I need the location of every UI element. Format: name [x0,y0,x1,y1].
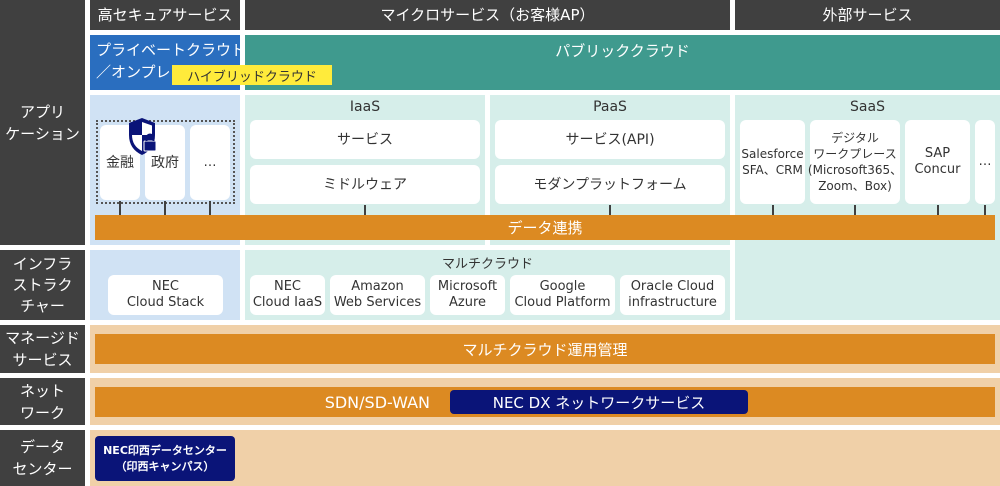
app-more: … [190,125,230,200]
connector [209,201,211,215]
gcp: Google Cloud Platform [510,275,615,315]
paas-title: PaaS [593,99,627,115]
connector [772,205,774,215]
security-shield-icon [129,118,157,155]
datacenter-area [90,430,1000,486]
connector [119,201,121,215]
row-label-infrastructure: インフラ ストラク チャー [0,250,85,320]
saas-title: SaaS [850,99,885,115]
nec-inzai-datacenter: NEC印西データセンター （印西キャンパス） [95,436,235,481]
connector [854,205,856,215]
aws: Amazon Web Services [330,275,425,315]
connector [164,201,166,215]
header-secure: 高セキュアサービス [90,0,240,30]
paas-api: サービス(API) [495,120,725,159]
iaas-title: IaaS [349,99,381,115]
saas-salesforce: Salesforce SFA、CRM [740,120,805,204]
connector [364,205,366,215]
data-link-bar: データ連携 [95,215,995,240]
multicloud-title: マルチクラウド [441,257,533,272]
iaas-middleware: ミドルウェア [250,165,480,204]
hybrid-cloud: ハイブリッドクラウド [172,65,332,85]
nec-dx-network-service: NEC DX ネットワークサービス [450,390,748,414]
row-label-managed: マネージド サービス [0,325,85,373]
connector [609,205,611,215]
connector [984,205,986,215]
public-cloud: パブリッククラウド [245,35,1000,90]
connector [937,205,939,215]
saas-sap-concur: SAP Concur [905,120,970,204]
row-label-datacenter: データ センター [0,430,85,486]
header-external: 外部サービス [735,0,1000,30]
private-cloud: プライベートクラウド ／オンプレ [90,35,246,90]
iaas-service: サービス [250,120,480,159]
nec-cloud-iaas: NEC Cloud IaaS [250,275,325,315]
paas-modern-platform: モダンプラットフォーム [495,165,725,204]
header-micro: マイクロサービス（お客様AP） [245,0,730,30]
multicloud-management-bar: マルチクラウド運用管理 [95,334,995,364]
saas-more: … [975,120,995,204]
row-label-application: アプリ ケーション [0,0,85,245]
nec-cloud-stack: NEC Cloud Stack [108,275,223,315]
azure: Microsoft Azure [430,275,505,315]
row-label-network: ネット ワーク [0,378,85,425]
sdn-label: SDN/SD-WAN [324,393,430,412]
oracle-cloud: Oracle Cloud infrastructure [620,275,725,315]
saas-digital-workplace: デジタル ワークプレース (Microsoft365、 Zoom、Box) [808,120,902,204]
